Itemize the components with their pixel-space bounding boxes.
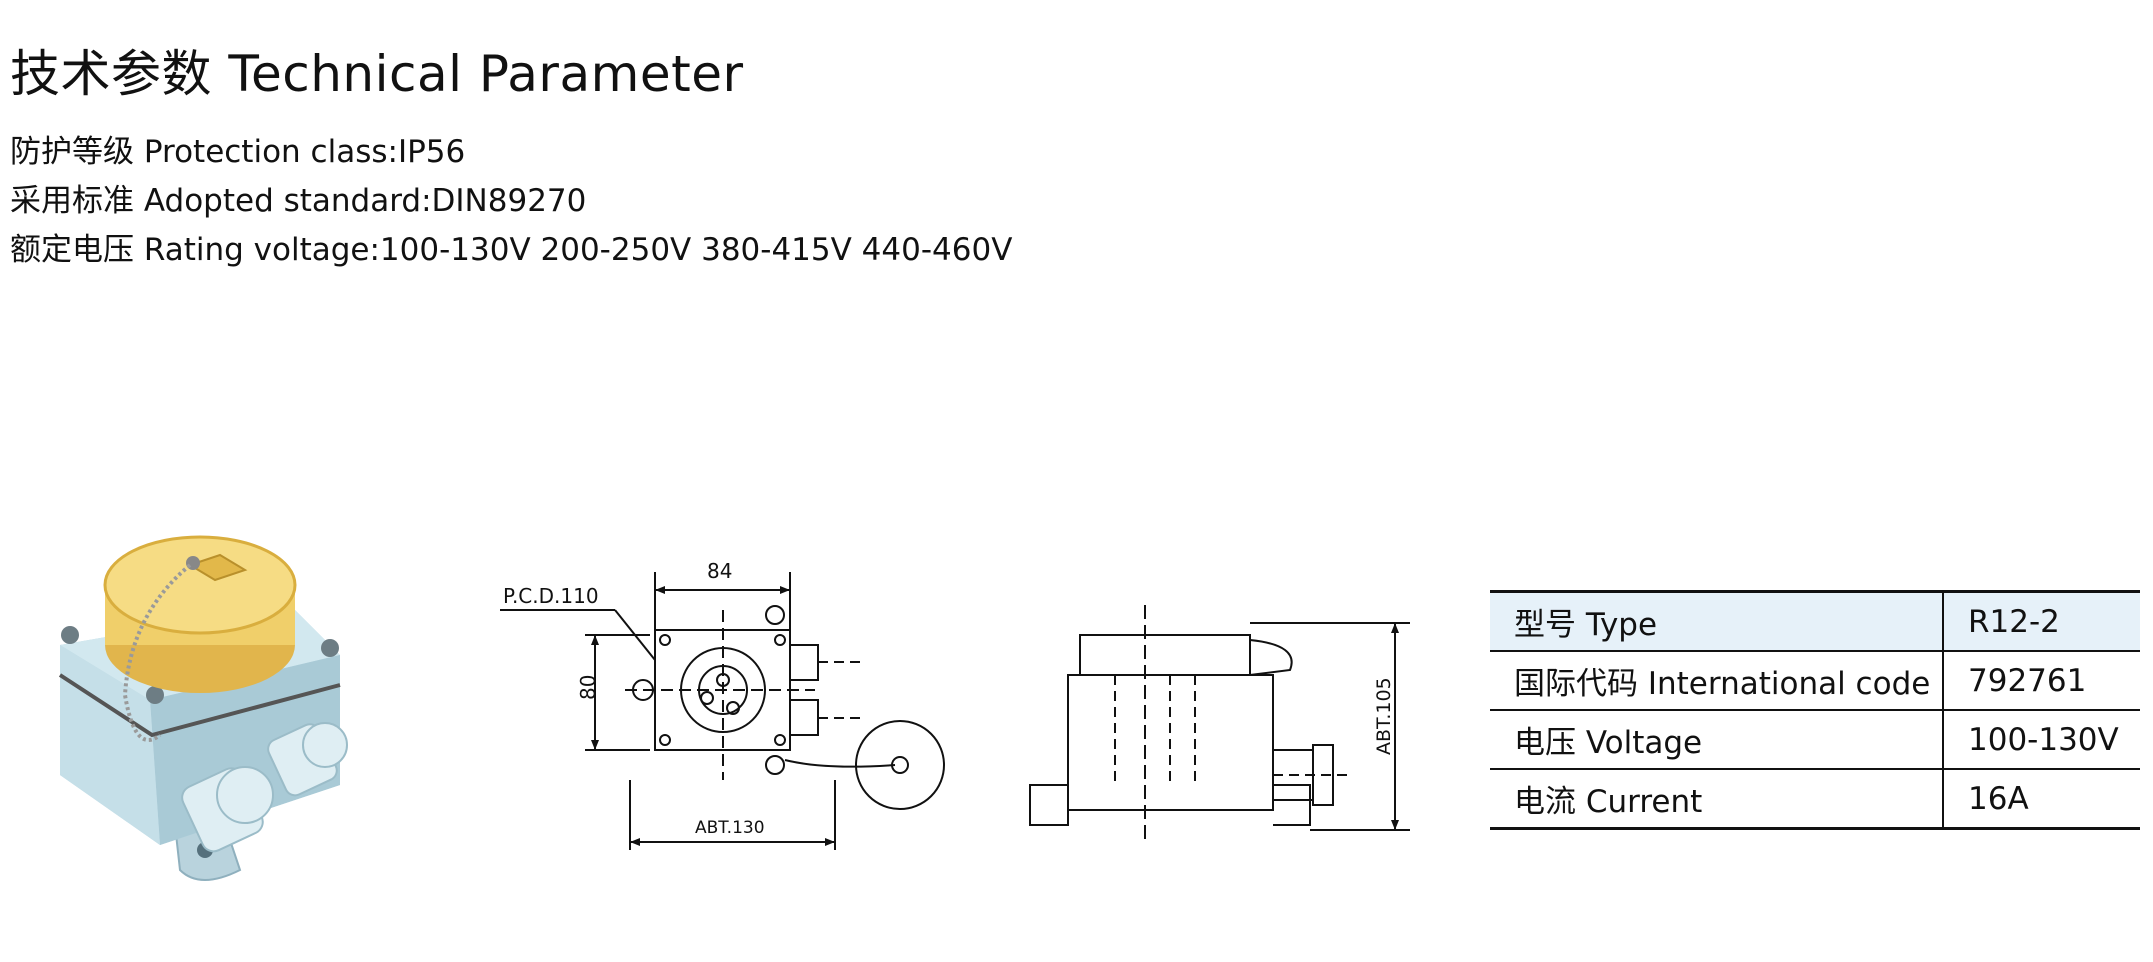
table-cell-value: R12-2 [1943, 591, 2140, 651]
pcd-label: P.C.D.110 [503, 584, 599, 608]
side-dimension-drawing: ABT.105 [1029, 605, 1410, 845]
front-dimension-drawing: P.C.D.110 84 80 ABT.130 [500, 559, 945, 850]
spec-rating-voltage: 额定电压 Rating voltage:100-130V 200-250V 38… [10, 232, 1013, 268]
table-cell-value: 792761 [1968, 662, 2087, 699]
table-cell-label: 电流 Current [1490, 769, 1944, 829]
dim-left-label: 80 [576, 675, 600, 700]
table-row: 国际代码 International code 792761 [1490, 651, 2140, 710]
page-title: 技术参数 Technical Parameter [10, 45, 744, 103]
dim-height-label: ABT.105 [1373, 677, 1395, 755]
table-cell-label: 国际代码 International code [1490, 651, 1944, 710]
table-row: 电流 Current 16A [1490, 769, 2140, 829]
dim-bottom-label: ABT.130 [695, 818, 765, 838]
table-cell-value: 16A [1968, 780, 2029, 817]
table-cell-label: 型号 Type [1490, 591, 1944, 651]
table-row: 型号 Type R12-2 [1490, 591, 2140, 651]
table-cell-label: 电压 Voltage [1490, 710, 1944, 769]
spec-table: 型号 Type R12-2 国际代码 International code 79… [1490, 590, 2140, 830]
spec-adopted-standard: 采用标准 Adopted standard:DIN89270 [10, 183, 587, 219]
dim-top-label: 84 [707, 559, 732, 583]
product-photo [58, 535, 348, 881]
table-row: 电压 Voltage 100-130V [1490, 710, 2140, 769]
table-cell-value: 100-130V [1968, 721, 2119, 758]
spec-protection-class: 防护等级 Protection class:IP56 [10, 134, 466, 170]
